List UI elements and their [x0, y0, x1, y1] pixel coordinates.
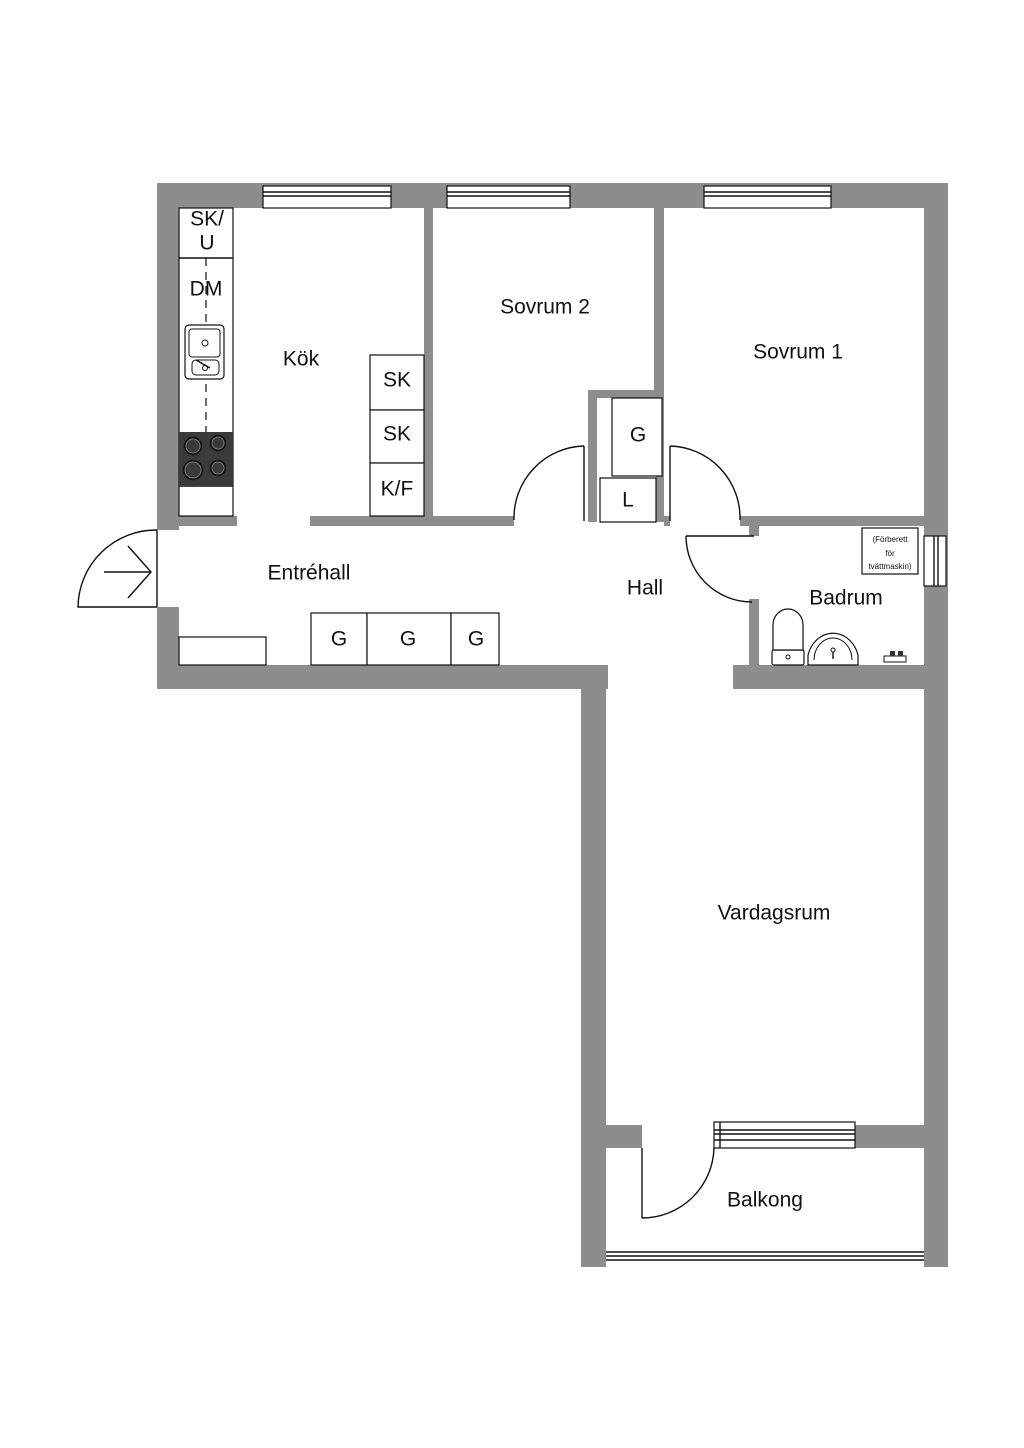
doors: [77, 445, 754, 1219]
door-swing-icon: [641, 1147, 715, 1219]
faucet-icon: [883, 651, 907, 663]
fixture-label-l: L: [622, 489, 634, 512]
bench: [178, 636, 267, 666]
cabinet-sk-1: [369, 354, 425, 411]
kitchen-counter: [178, 207, 234, 517]
wall-sovrum1-bottom-right: [740, 516, 758, 526]
fixture-label-g-hall: G: [630, 424, 646, 447]
wall-left-upper: [157, 183, 179, 530]
wall-sovrum1-bottom-stub: [664, 516, 670, 526]
windows: [262, 185, 947, 1261]
room-label-sovrum2: Sovrum 2: [500, 296, 590, 319]
room-label-kok: Kök: [283, 348, 320, 371]
cabinet-sk-2: [369, 409, 425, 464]
washer-label-2: för: [885, 549, 895, 558]
room-label-balkong: Balkong: [727, 1189, 803, 1212]
closet-l: [599, 477, 657, 523]
washer-label-3: tvättmaskin): [868, 562, 911, 571]
toilet-icon: [771, 608, 805, 666]
wall-closet-top: [588, 390, 660, 398]
washer-spot: [861, 527, 919, 575]
fixture-label-sk-2: SK: [383, 423, 411, 446]
window-icon: [713, 1121, 856, 1149]
wall-closet-left: [588, 390, 597, 522]
door-swing-icon: [77, 529, 158, 608]
walls: [157, 183, 948, 1267]
wall-kitchen-bottom-right: [310, 516, 514, 526]
entry-arrow-icon: [104, 545, 152, 599]
washer-label-1: (Förberett: [872, 535, 908, 544]
room-label-entrehall: Entréhall: [268, 562, 351, 585]
wall-bath-left-top: [749, 520, 759, 536]
fixture-label-dm: DM: [190, 278, 223, 301]
closet-g-2: [366, 612, 452, 666]
window-icon: [606, 1251, 924, 1261]
fixture-label-sku-1: SK/: [190, 208, 224, 231]
labels: SK/ U DM SK SK K/F G L G G G (Förberett …: [190, 208, 912, 1212]
wall-right: [924, 183, 948, 1267]
door-swing-icon: [669, 445, 741, 521]
wall-bottom-left: [157, 665, 608, 689]
sink-icon: [184, 324, 225, 380]
fixture-label-g-2: G: [400, 628, 416, 651]
washbasin-icon: [807, 632, 859, 666]
kitchen-cabinets: [369, 354, 425, 517]
room-label-sovrum1: Sovrum 1: [753, 341, 843, 364]
fixture-label-sku-2: U: [199, 232, 214, 255]
cabinet-kf: [369, 462, 425, 517]
room-label-badrum: Badrum: [809, 587, 883, 610]
window-icon: [262, 185, 392, 209]
window-icon: [703, 185, 832, 209]
wall-bath-left-bottom: [749, 599, 759, 689]
room-label-vardagsrum: Vardagsrum: [718, 902, 831, 925]
wall-living-left: [581, 665, 606, 1267]
fixture-label-g-3: G: [468, 628, 484, 651]
wall-kitchen-sovrum2: [424, 183, 433, 522]
fixture-label-g-1: G: [331, 628, 347, 651]
closet-g-hall: [611, 397, 663, 477]
wall-balcony-right: [855, 1125, 948, 1148]
wall-balcony-left: [581, 1125, 642, 1148]
window-icon: [446, 185, 571, 209]
wall-kitchen-bottom-left: [179, 516, 237, 526]
closets: [178, 397, 663, 666]
room-label-hall: Hall: [627, 577, 663, 600]
closet-g-3: [450, 612, 500, 666]
door-swing-icon: [685, 535, 754, 603]
stove-icon: [179, 432, 233, 486]
door-swing-icon: [513, 445, 585, 521]
fixture-label-kf: K/F: [381, 478, 414, 501]
wall-bath-top: [740, 516, 948, 526]
window-icon: [923, 535, 947, 587]
wall-balcony-bottom-left: [581, 1245, 606, 1267]
wall-bath-bottom: [733, 665, 948, 689]
fixture-label-sk-1: SK: [383, 369, 411, 392]
bathroom-fixtures: [771, 527, 919, 666]
wall-sovrum2-sovrum1-upper: [654, 183, 664, 396]
